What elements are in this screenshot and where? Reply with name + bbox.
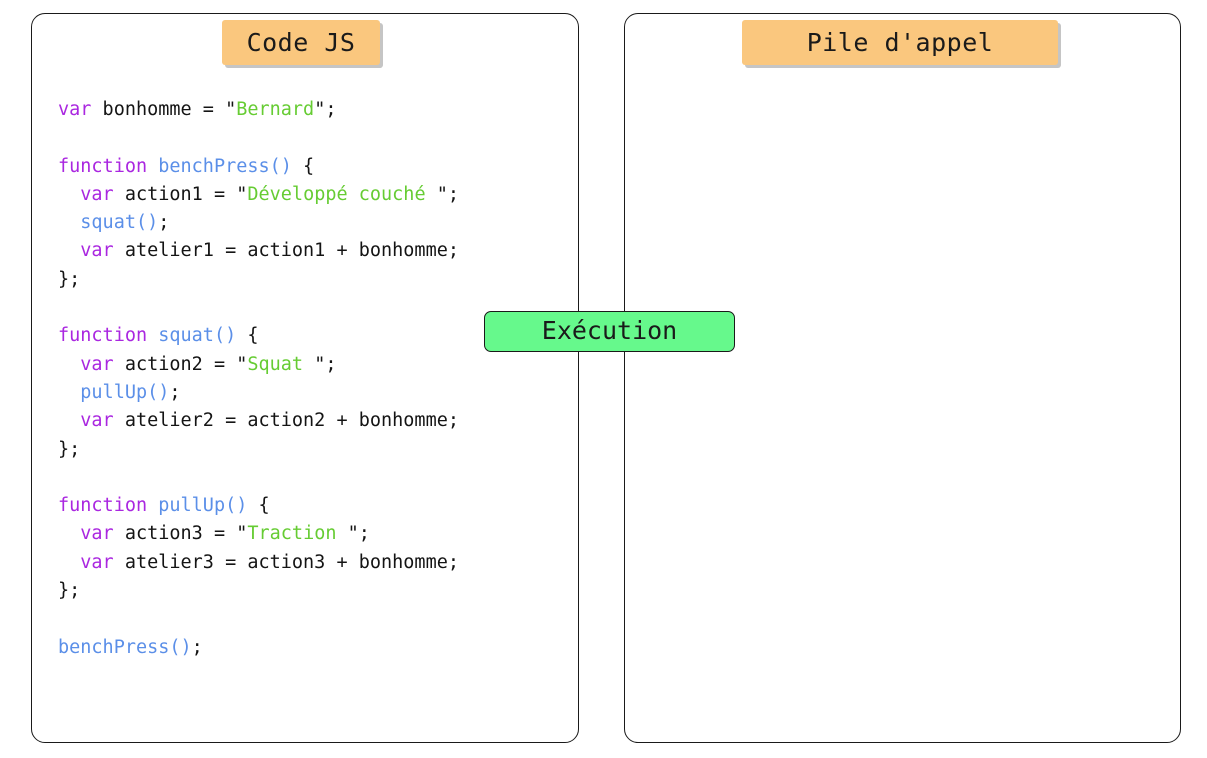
code-line: var action1 = "Développé couché "; — [58, 181, 558, 209]
code-token: Bernard — [236, 99, 315, 120]
code-line: pullUp(); — [58, 379, 558, 407]
code-token: function — [58, 325, 148, 347]
code-token: atelier2 = action2 + bonhomme; — [113, 410, 459, 432]
code-token: var — [80, 523, 114, 545]
code-token — [58, 212, 80, 233]
call-stack-panel — [624, 13, 1181, 743]
code-line: }; — [58, 577, 558, 605]
code-token: ; — [191, 636, 203, 658]
code-line — [58, 605, 558, 633]
code-token — [58, 382, 80, 403]
code-token: bonhomme = — [91, 99, 226, 120]
code-token: squat() — [80, 212, 159, 234]
code-token: "; — [314, 99, 337, 120]
code-line: var atelier1 = action1 + bonhomme; — [58, 237, 558, 265]
code-token: "; — [314, 353, 337, 375]
code-token: benchPress() — [58, 636, 192, 658]
code-token: squat() — [158, 325, 237, 347]
code-line: var atelier2 = action2 + bonhomme; — [58, 407, 558, 435]
code-token: { — [247, 495, 270, 517]
code-token: " — [236, 353, 248, 375]
code-token: }; — [58, 438, 81, 460]
code-token — [58, 523, 80, 544]
code-token: { — [291, 155, 315, 177]
code-token — [147, 495, 158, 516]
code-token: " — [225, 99, 237, 120]
code-line: squat(); — [58, 209, 558, 237]
code-line: var action3 = "Traction "; — [58, 520, 558, 548]
code-token: var — [80, 410, 114, 432]
code-line: function pullUp() { — [58, 492, 558, 520]
code-token: pullUp() — [80, 381, 170, 403]
code-panel — [31, 13, 579, 743]
code-line — [58, 124, 558, 152]
code-token: ; — [169, 381, 181, 403]
code-token — [58, 240, 80, 261]
code-token: "; — [347, 523, 370, 545]
code-line — [58, 464, 558, 492]
code-token — [58, 354, 80, 375]
code-token: var — [80, 183, 114, 205]
code-token: " — [236, 183, 248, 205]
code-line: var bonhomme = "Bernard"; — [58, 96, 558, 124]
code-panel-title: Code JS — [222, 20, 380, 65]
code-token — [147, 156, 158, 177]
code-token: function — [58, 495, 148, 517]
code-token — [58, 184, 80, 205]
code-token: action3 = — [113, 523, 237, 545]
code-token: action2 = — [113, 353, 237, 375]
code-token: ; — [158, 212, 170, 234]
code-token: }; — [58, 580, 81, 602]
code-token: atelier1 = action1 + bonhomme; — [113, 240, 459, 262]
code-token: function — [58, 155, 148, 177]
code-token: " — [236, 523, 248, 545]
code-token: action1 = — [113, 183, 237, 205]
code-line: }; — [58, 436, 558, 464]
code-token: benchPress() — [158, 155, 292, 177]
call-stack-panel-title: Pile d'appel — [742, 20, 1058, 65]
code-token: pullUp() — [158, 495, 248, 517]
code-token: Squat — [247, 353, 315, 375]
code-line — [58, 294, 558, 322]
execution-badge: Exécution — [484, 311, 735, 352]
code-line: var atelier3 = action3 + bonhomme; — [58, 549, 558, 577]
code-token — [147, 325, 158, 346]
code-token: var — [80, 353, 114, 375]
code-line: function benchPress() { — [58, 153, 558, 181]
code-line: }; — [58, 266, 558, 294]
code-token: }; — [58, 268, 81, 290]
code-line: benchPress(); — [58, 634, 558, 662]
code-listing: var bonhomme = "Bernard"; function bench… — [58, 96, 558, 662]
code-token: atelier3 = action3 + bonhomme; — [113, 551, 459, 573]
code-token: var — [58, 99, 92, 120]
code-token: Traction — [247, 523, 348, 545]
code-token: { — [236, 325, 259, 347]
code-line: function squat() { — [58, 322, 558, 350]
code-token: var — [80, 551, 114, 573]
code-token: Développé couché — [247, 183, 437, 205]
code-token: "; — [436, 183, 460, 205]
code-line: var action2 = "Squat "; — [58, 351, 558, 379]
code-token: var — [80, 240, 114, 262]
code-token — [58, 410, 80, 431]
code-token — [58, 552, 80, 573]
